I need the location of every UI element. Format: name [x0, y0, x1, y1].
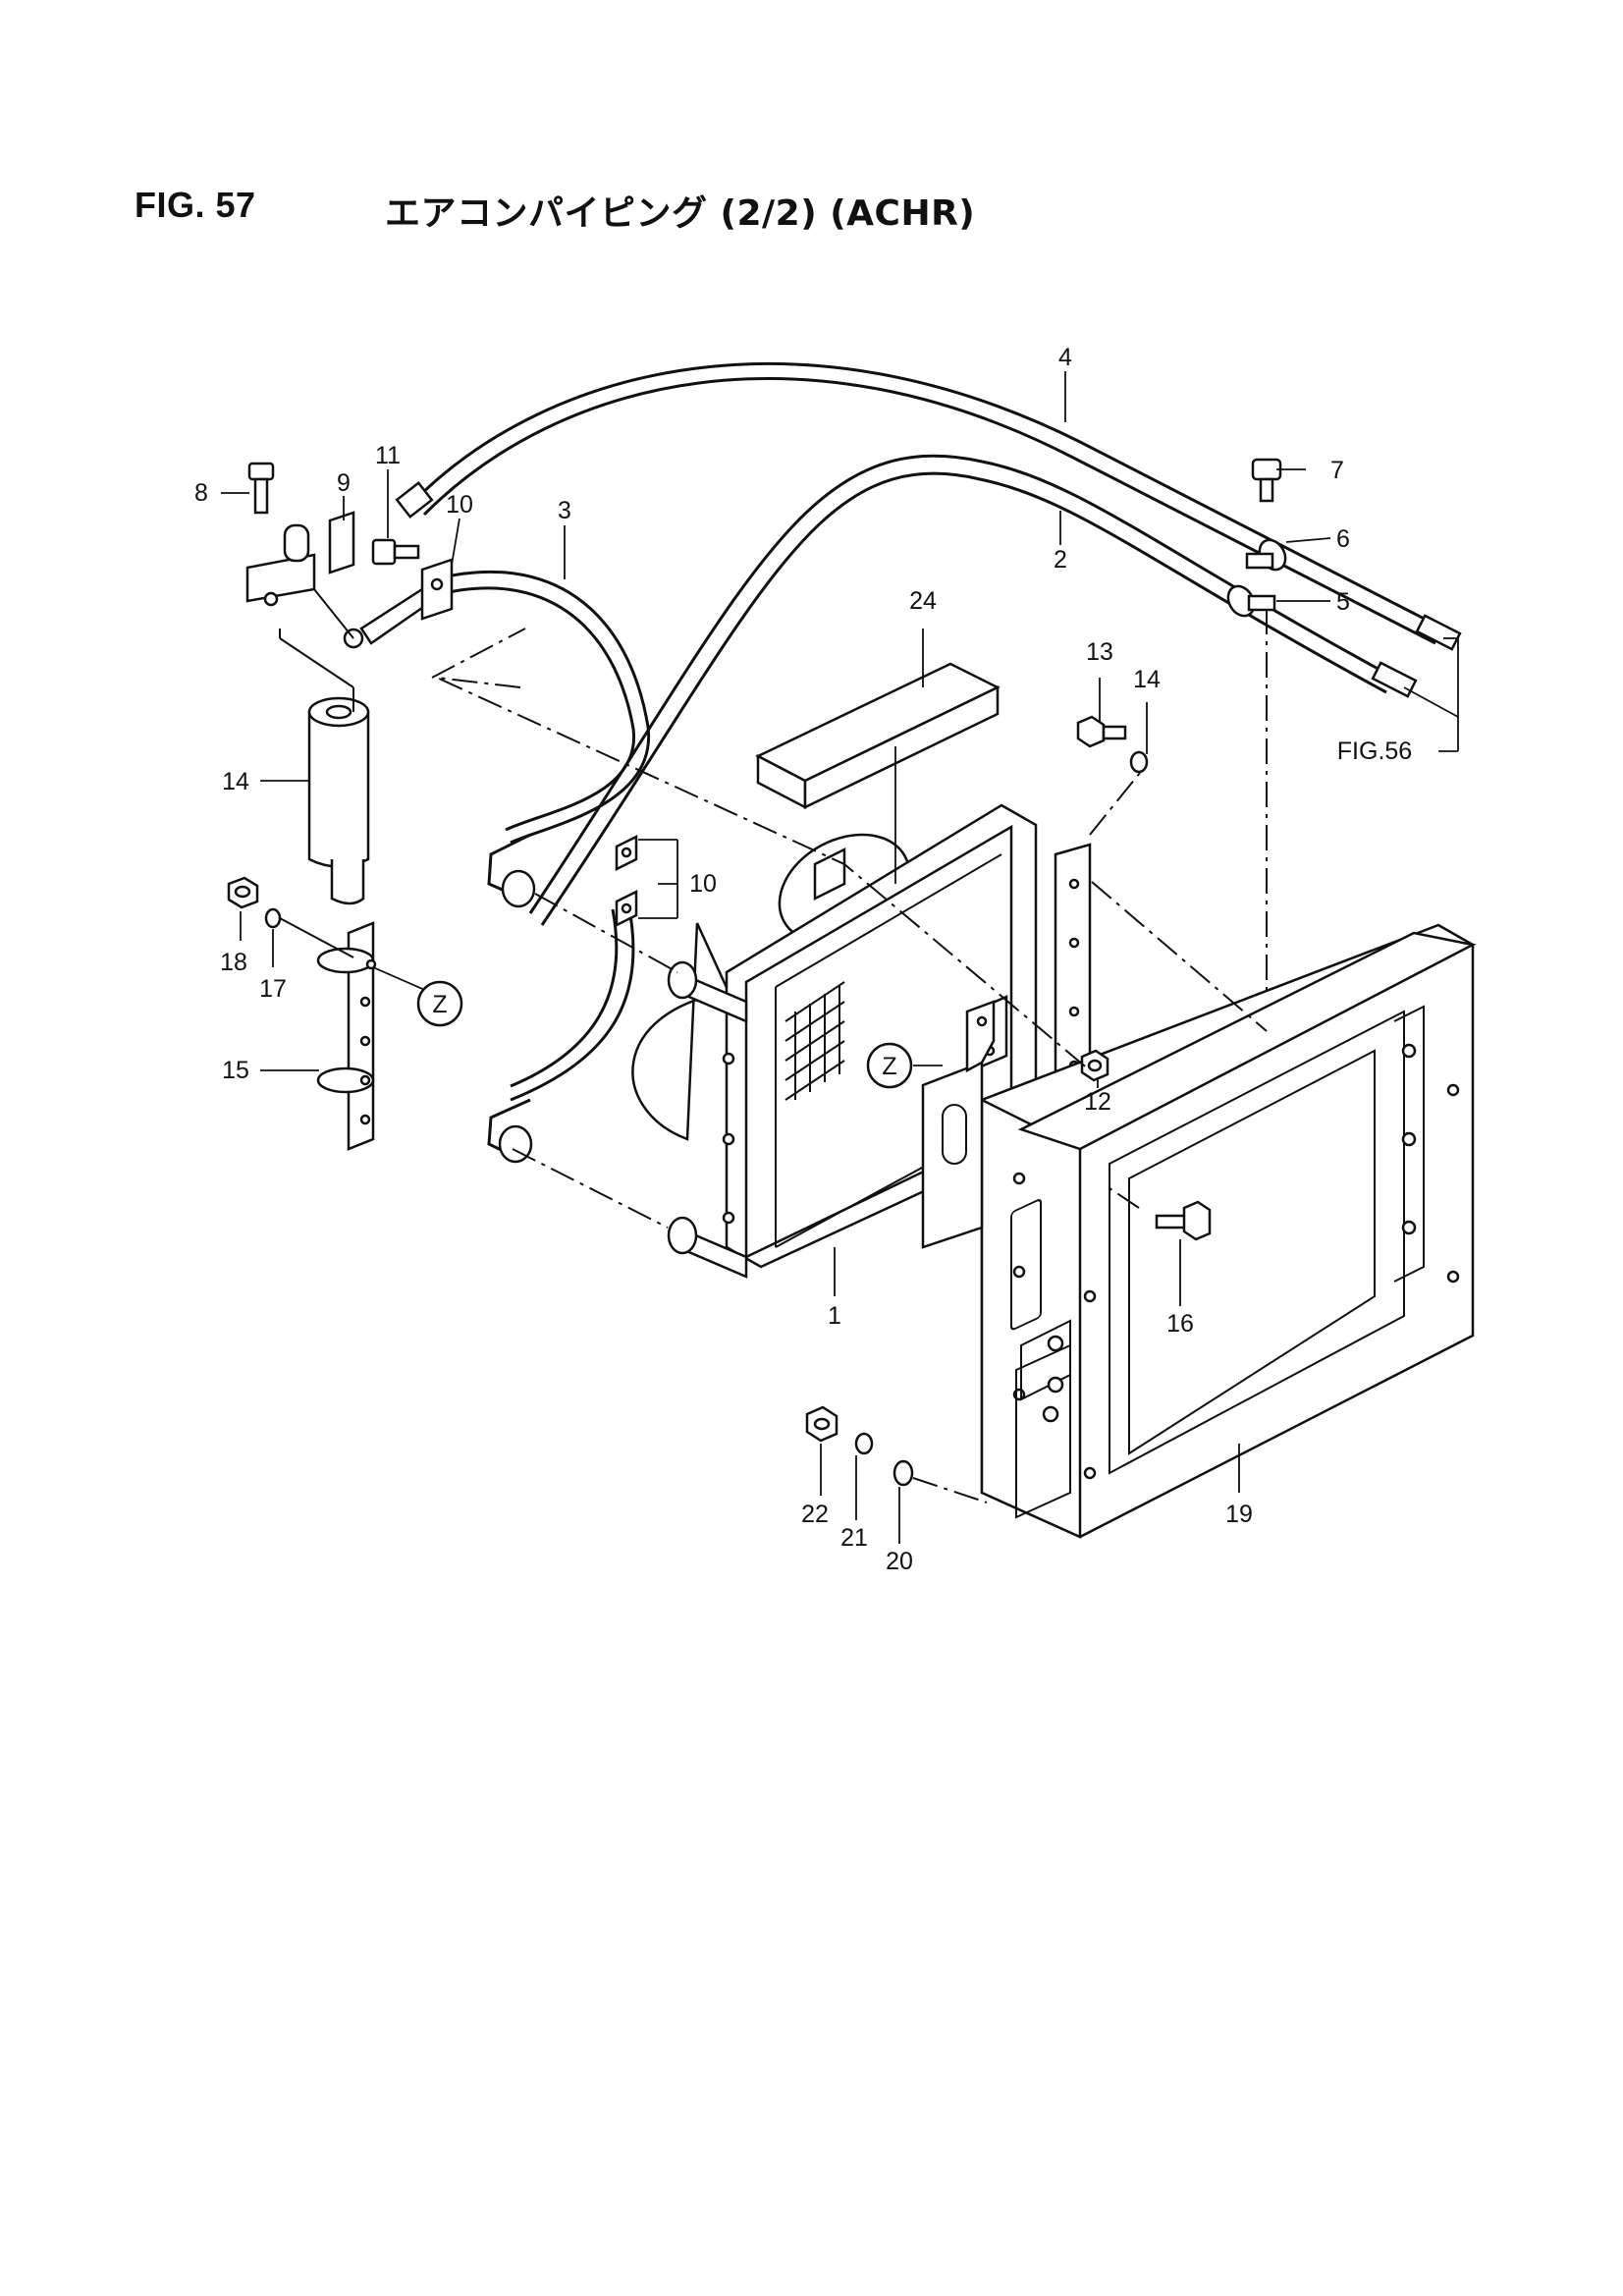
callout-12: 12 [1084, 1088, 1111, 1116]
hose-lower [510, 902, 635, 1102]
nut-12 [1080, 1049, 1109, 1082]
callout-2: 2 [1054, 546, 1067, 574]
fitting-hose2-tail [1371, 661, 1418, 698]
zone-marker-right: Z [866, 1042, 913, 1089]
bolt-7 [1251, 458, 1282, 503]
callout-10-mid: 10 [689, 870, 717, 898]
callout-3: 3 [558, 497, 571, 524]
figure-title: エアコンパイピング (2/2) (ACHR) [385, 193, 976, 234]
zone-label-right: Z [882, 1053, 896, 1080]
clamp-10-lower [615, 834, 638, 928]
callout-7: 7 [1330, 457, 1344, 484]
frame-20 [921, 923, 1477, 1539]
washer-14 [1129, 750, 1149, 774]
bolt-8 [247, 462, 275, 515]
hose-3 [433, 570, 651, 845]
nut-23 [805, 1405, 839, 1443]
callout-24: 24 [909, 587, 937, 615]
pressure-switch-block [245, 511, 454, 649]
callout-17: 16 [1166, 1310, 1194, 1338]
callout-1: 1 [828, 1302, 841, 1330]
zone-label-left: Z [432, 991, 447, 1018]
callout-9: 9 [337, 469, 351, 497]
phantom-line-2 [512, 1148, 669, 1229]
phantom-line-5 [1091, 881, 1268, 1032]
foam-block-24 [755, 662, 1001, 810]
callout-13: 13 [1086, 638, 1113, 666]
nut-hose-lower [498, 1124, 533, 1164]
callout-4: 4 [1058, 344, 1072, 371]
washer-22 [854, 1432, 874, 1455]
callout-15: 14 [222, 768, 249, 795]
receiver-drier-15 [307, 696, 370, 905]
phantom-line-3 [534, 893, 678, 973]
callout-10-top: 10 [446, 491, 473, 519]
washer-21 [893, 1459, 914, 1487]
washer-18 [264, 907, 282, 929]
callout-20: 19 [1225, 1501, 1253, 1528]
fitting-hose4-tail [1415, 614, 1462, 651]
figure-number: FIG. 57 [135, 185, 256, 225]
callout-16: 15 [222, 1057, 249, 1084]
callout-21: 20 [886, 1548, 913, 1575]
phantom-line-6 [912, 1477, 988, 1503]
callout-6: 6 [1336, 525, 1350, 553]
hose-2 [528, 454, 1395, 926]
hose-4 [410, 361, 1444, 645]
callout-14: 14 [1133, 666, 1161, 693]
fitting-hose4-end [395, 480, 434, 519]
phantom-line-4 [1089, 767, 1145, 836]
callout-19: 18 [220, 949, 247, 976]
callout-23: 22 [801, 1501, 829, 1528]
bolt-17 [1155, 1200, 1212, 1241]
clamp-6 [1245, 552, 1274, 570]
nut-19 [227, 876, 259, 909]
callout-18: 17 [259, 975, 287, 1003]
bracket-16 [316, 921, 377, 1151]
fig56-reference: FIG.56 [1337, 738, 1412, 765]
bolt-13 [1076, 715, 1127, 748]
phantom-line-1 [436, 677, 1091, 1071]
nut-hose3 [501, 869, 536, 908]
callout-8: 8 [194, 479, 208, 507]
callout-11: 11 [375, 442, 401, 469]
zone-marker-left: Z [416, 980, 463, 1027]
fitting-11 [371, 538, 420, 566]
callout-5: 5 [1336, 588, 1350, 616]
leader-lines [221, 371, 1459, 1544]
clamp-5 [1247, 594, 1276, 612]
callout-22: 21 [840, 1524, 868, 1552]
